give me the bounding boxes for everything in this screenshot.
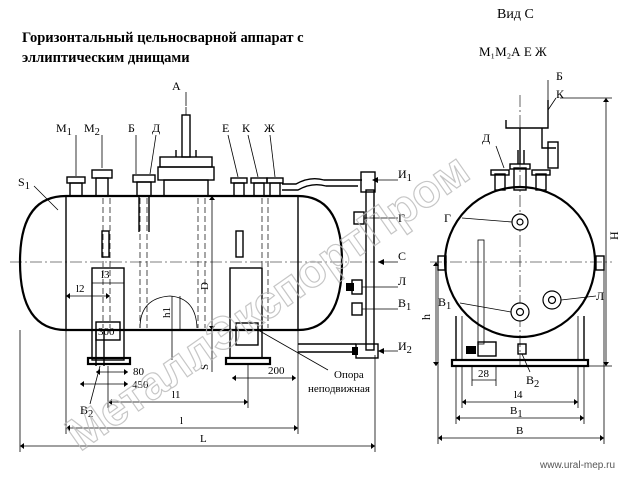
support-note-line-2: неподвижная [308,383,370,395]
top-nozzles [66,92,284,197]
dim-s: S [199,364,211,370]
label-zh: Ж [264,121,275,135]
label-k: К [242,121,251,135]
side-label-k: К [556,87,565,101]
label-s1: S1 [18,175,30,192]
dim-l3: l3 [101,269,110,281]
title-line-2: эллиптическим днищами [22,50,190,66]
dim-300: 300 [98,326,115,338]
label-m1: М1 [56,121,72,138]
side-label-d: Д [482,131,490,145]
label-d: Д [152,121,160,135]
label-e: Е [222,121,229,135]
label-v2: В2 [80,403,93,420]
side-label-b: Б [556,69,563,83]
label-c: С [398,249,406,263]
side-label-g: Г [444,211,451,225]
vessel-body [10,185,375,360]
dim-h1: h1 [161,307,173,318]
dim-d: D [199,282,211,290]
label-i2: И2 [398,339,412,356]
label-a: А [172,79,181,93]
dim-l1: l1 [172,389,181,401]
dim-L: L [200,433,207,445]
label-g: Г [398,211,405,225]
side-dim-l4: l4 [514,389,523,401]
side-top-group-label: М₁М₂А Е Ж [479,44,547,59]
label-m2: М2 [84,121,100,138]
side-label-l: Л [596,289,604,303]
side-label-v2: В2 [526,373,539,390]
footer-url: www.ural-mep.ru [539,460,615,471]
label-l: Л [398,274,406,288]
dim-l: l [180,415,183,427]
label-v1: В1 [398,296,411,313]
dim-80: 80 [133,366,145,378]
side-view-labels: М₁М₂А Е Ж Б К Д Г В1 Л В2 H h 28 l4 B1 B [419,44,621,437]
side-label-v1: В1 [438,295,451,312]
side-dim-28: 28 [478,368,490,380]
side-dim-h: h [419,314,433,320]
level-gauge-pipework [282,171,398,359]
support-note-line-1: Опора [334,369,364,381]
side-dim-B1: B1 [510,405,523,420]
label-b: Б [128,121,135,135]
title-line-1: Горизонтальный цельносварной аппарат с [22,30,304,46]
side-view [430,80,612,373]
watermark-text: МеталлЭкспортПром [56,143,478,460]
dim-l2: l2 [76,283,85,295]
front-view-labels: А М1 М2 Б Д Е К Ж S1 И1 Г С Л В1 И2 В2 h… [18,79,412,445]
front-dimensions [19,196,376,452]
side-dim-B: B [516,425,523,437]
dim-450: 450 [132,379,149,391]
label-i1: И1 [398,167,412,184]
side-dimensions [433,97,612,444]
side-dim-H: H [607,231,621,240]
dim-200: 200 [268,365,285,377]
view-c-title: Вид С [497,7,534,22]
